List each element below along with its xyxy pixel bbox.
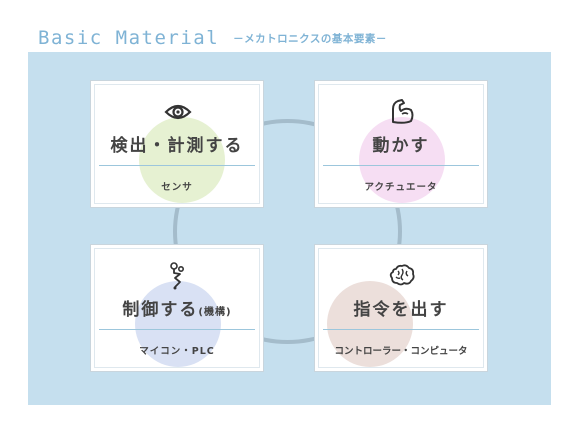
cycle-ring: [173, 119, 402, 344]
card-command: 指令を出す コントローラー・コンピュータ: [314, 244, 488, 372]
brand-subtitle: －メカトロニクスの基本要素－: [233, 32, 387, 45]
card-command-title: 指令を出す: [353, 300, 449, 320]
card-sensing-title: 検出・計測する: [110, 136, 244, 156]
card-actuation-divider: [323, 165, 479, 166]
card-actuation: 動かす アクチュエータ: [314, 80, 488, 208]
card-sensing: 検出・計測する センサ: [90, 80, 264, 208]
card-control-accent: [135, 281, 221, 367]
card-actuation-accent: [359, 117, 445, 203]
card-sensing-divider: [99, 165, 255, 166]
flexed-arm-icon: [387, 97, 417, 127]
card-control-caption: マイコン・PLC: [139, 346, 215, 357]
card-control-divider: [99, 329, 255, 330]
card-sensing-accent: [139, 117, 225, 203]
card-command-accent: [327, 281, 413, 367]
eye-icon: [163, 97, 193, 127]
brand-title: Basic Material: [38, 27, 220, 49]
card-actuation-caption: アクチュエータ: [364, 182, 438, 193]
card-control: 制御する(機構) マイコン・PLC: [90, 244, 264, 372]
card-command-divider: [323, 329, 479, 330]
card-command-caption: コントローラー・コンピュータ: [334, 346, 468, 357]
card-control-title-main: 制御する: [122, 300, 199, 320]
card-control-title-note: (機構): [198, 307, 232, 318]
card-actuation-title: 動かす: [372, 136, 430, 156]
diagram-panel: 検出・計測する センサ 動かす アクチュエータ: [28, 52, 551, 405]
circuit-node-icon: [163, 261, 193, 291]
brain-icon: [387, 261, 417, 291]
card-control-title: 制御する(機構): [91, 295, 263, 320]
card-sensing-caption: センサ: [161, 182, 193, 193]
header: Basic Material －メカトロニクスの基本要素－: [38, 24, 387, 52]
